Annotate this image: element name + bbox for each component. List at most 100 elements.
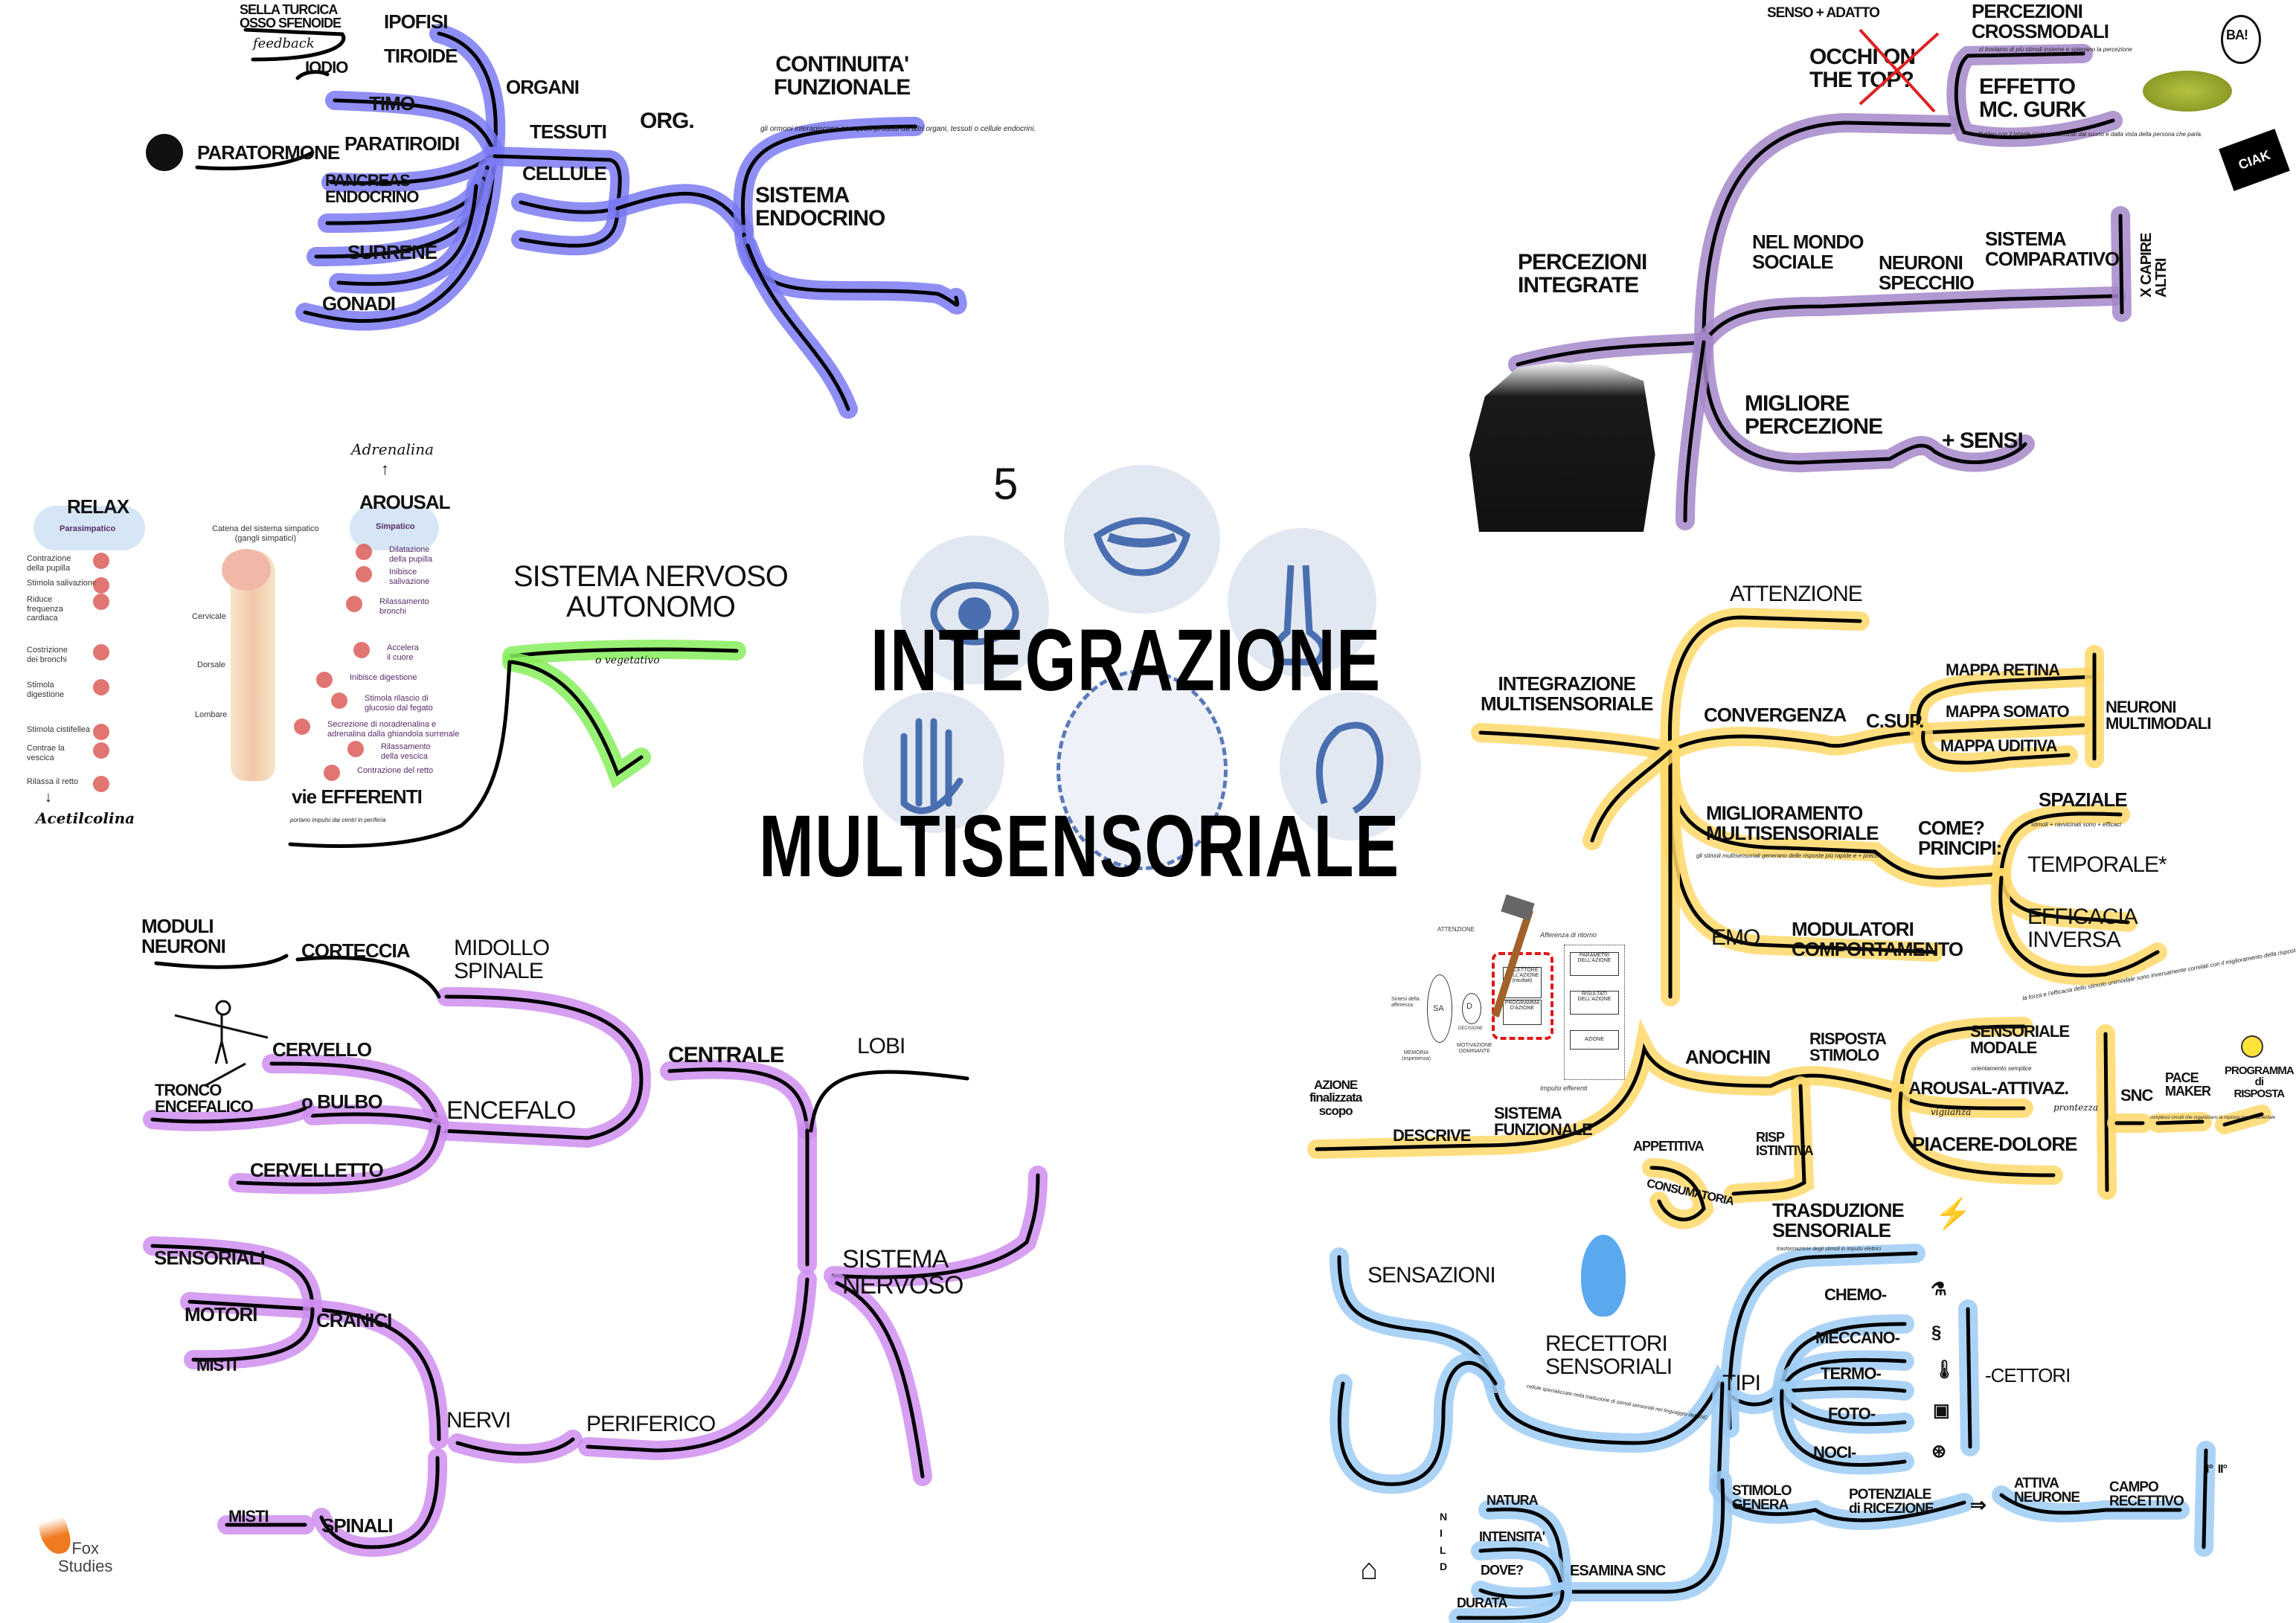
migliore-percezione-label: MIGLIORE PERCEZIONE [1745,391,1883,439]
come-principi-label: COME? PRINCIPI: [1918,817,2002,859]
attention-branch-line [1731,1084,1806,1196]
attention-branch-line [1916,675,2093,735]
endocrine-branch-line [303,31,498,323]
organ-icon [356,566,372,582]
fox-studies-logo: Fox Studies [34,1507,170,1592]
central-title-line1: INTEGRAZIONE [870,611,1382,710]
ink-branch-line [195,150,315,170]
organ-icon [93,644,109,661]
memoria-label: MEMORIA (esperienza) [1402,1050,1431,1062]
attention-branch-line [1921,730,2071,765]
perception-branch-line [1954,51,2115,140]
azione-finalizzata-label: AZIONE finalizzata scopo [1309,1078,1362,1118]
head-icon [1056,669,1228,870]
impulsi-label: Impulsi efferenti [1540,1084,1588,1092]
attention-branch-line [1478,730,1673,753]
afferenza-label: Afferenza di ritorno [1540,931,1597,939]
anochin-label: ANOCHIN [1685,1046,1771,1068]
attention-branch-line [1590,749,1673,843]
nervous-branch-line [187,1299,315,1311]
spring-icon: § [1931,1322,1941,1343]
sa-ellipse [1427,974,1452,1043]
tree-sketch-icon: ⌂ [1360,1553,1378,1586]
arrow-up-icon: ↑ [381,460,389,478]
cranici-label: CRANICI [316,1309,392,1331]
pickle-image [2143,71,2232,112]
ciak-label: CIAK [2236,147,2273,173]
photo-icon: ▣ [1933,1401,1950,1421]
sistema-nervoso-autonomo-label: SISTEMA NERVOSO AUTONOMO [513,560,789,623]
ink-branch-line [288,660,512,848]
smiley-icon [2241,1035,2263,1058]
relax-label: RELAX [67,495,129,518]
flask-icon: ⚗ [1931,1279,1946,1299]
cross-out-mark [1859,28,1940,113]
moduli-neuroni-label: MODULI NEURONI [141,915,226,957]
tiroide-label: TIROIDE [384,45,458,67]
organ-icon [353,642,370,658]
efficacia-inversa-label: EFFICACIA INVERSA [2027,904,2138,952]
nervous-branch-line [191,1307,315,1362]
ba-label: BA! [2226,28,2248,42]
miglioramento-label: MIGLIORAMENTO MULTISENSORIALE [1706,802,1879,844]
pace-maker-note: complessi circuiti che organizzano la ri… [2150,1116,2276,1120]
parasimpatico-label: Parasimpatico [60,524,116,533]
effetto-mcgurk-label: EFFETTO MC. GURK [1979,74,2087,122]
sensoriale-modale-label: SENSORIALE MODALE [1970,1022,2070,1058]
ink-branch-line [295,956,441,999]
continuita-note: gli ormoni interagiscono con quelli prod… [760,125,1036,133]
arousal-label: AROUSAL [359,491,451,513]
sympathetic-effect: Inibisce digestione [350,673,417,682]
spinali-label: SPINALI [321,1514,394,1537]
ink-branch-line [809,1070,969,1133]
centrale-label: CENTRALE [668,1043,784,1067]
endocrine-branch-line [615,191,746,233]
d-ellipse [1462,993,1481,1024]
cettori-label: -CETTORI [1985,1364,2071,1386]
parasympathetic-effect: Stimola digestione [27,681,65,699]
bulbo-label: o BULBO [301,1090,383,1113]
endocrine-branch-line [745,243,850,411]
organ-icon [93,776,109,792]
attiva-neurone-label: ATTIVA NEURONE [2014,1476,2080,1506]
spaziale-note: stimoli + ravvicinati sono + efficaci [2031,821,2121,828]
balance-figure-icon [174,1000,269,1087]
modulatori-label: MODULATORI COMPORTAMENTO [1792,918,1963,960]
piacere-dolore-label: PIACERE-DOLORE [1912,1133,2077,1155]
parasympathetic-effect: Stimola salivazione [27,579,97,588]
anochin-attenzione-label: ATTENZIONE [1437,926,1475,933]
chemo-label: CHEMO- [1824,1285,1887,1304]
sympathetic-effect: Dilatazione della pupilla [389,545,433,564]
mappa-somato-label: MAPPA SOMATO [1946,702,2070,721]
senses-illustration [833,454,1443,885]
speech-bubble [2221,15,2261,64]
nervous-branch-highlight [660,1059,817,1140]
continuita-label: CONTINUITA' FUNZIONALE [774,52,911,100]
nose-icon [1228,528,1376,677]
ink-branch-line [243,28,346,62]
thermometer-icon: 🌡 [1933,1360,1955,1380]
perception-branch-line [1702,340,2027,465]
mondo-sociale-label: NEL MONDO SOCIALE [1752,231,1864,273]
programma-box: PROGRAMMA D'AZIONE [1503,1000,1542,1025]
perception-branch-line [2118,213,2124,315]
attention-branch-line [1921,723,2085,735]
arrow-right-icon: ⇒ [1970,1494,1986,1516]
temporale-label: TEMPORALE* [2027,852,2167,877]
sensoriale-note: orientamento semplice [1972,1065,2032,1072]
sympathetic-effect: Rilassamento della vescica [381,742,431,761]
nervous-branch-line [310,1307,441,1442]
nervous-branch-line [236,1125,441,1186]
ink-branch-line [154,954,289,969]
perception-branch-line [1702,120,1952,344]
attention-branch-line [2103,1032,2109,1192]
brain-illustration [222,549,271,591]
organi-label: ORGANI [506,76,580,98]
descrive-label: DESCRIVE [1393,1126,1471,1145]
nervous-branch-line [269,1061,441,1125]
potenziale-label: POTENZIALE di RICEZIONE [1849,1487,1934,1517]
crossmodali-note: ci troviamo di più stimoli insieme e spi… [1979,46,2132,53]
parasympathetic-effect: Rilassa il retto [27,777,79,786]
acetilcolina-label: Acetilcolina [36,809,135,827]
dove-label: DOVE? [1481,1563,1524,1578]
